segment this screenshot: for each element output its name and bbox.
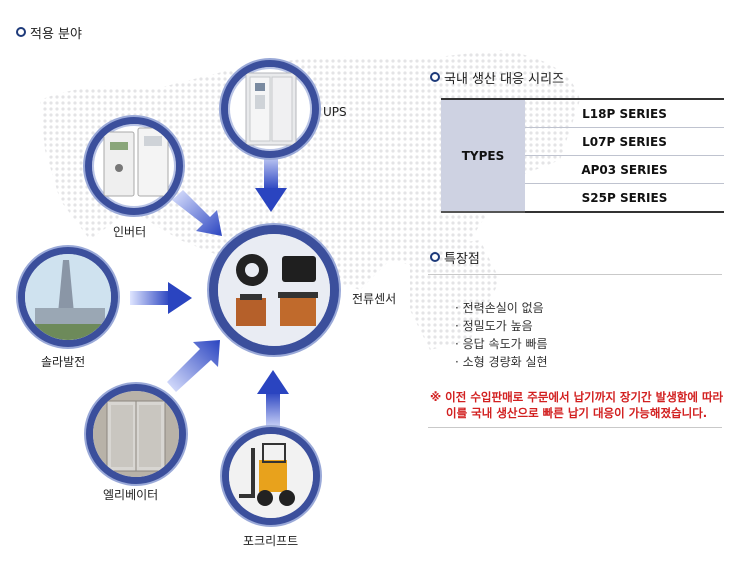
series-table: TYPES L18P SERIES L07P SERIES AP03 SERIE… bbox=[441, 98, 724, 213]
solar-image-circle bbox=[18, 247, 118, 347]
application-title: 적용 분야 bbox=[30, 27, 82, 42]
feature-item: · 응답 속도가 빠름 bbox=[455, 337, 548, 351]
forklift-icon bbox=[229, 434, 313, 518]
forklift-label: 포크리프트 bbox=[243, 534, 299, 548]
note-line-2: 이를 국내 생산으로 빠른 납기 대응이 가능해졌습니다. bbox=[446, 406, 708, 420]
forklift-image-circle bbox=[222, 427, 320, 525]
sensor-label: 전류센서 bbox=[352, 292, 397, 306]
arrow-from-inverter bbox=[172, 190, 222, 236]
section-bullet-icon bbox=[430, 252, 440, 262]
section-bullet-icon bbox=[430, 72, 440, 82]
series-cell: S25P SERIES bbox=[525, 183, 724, 213]
note-line-1: ※ 이전 수입판매로 주문에서 납기까지 장기간 발생함에 따라 bbox=[430, 390, 724, 404]
solar-label: 솔라발전 bbox=[41, 355, 86, 369]
ups-cabinet-icon bbox=[245, 72, 297, 146]
features-divider-bottom bbox=[428, 427, 722, 428]
sensor-image-circle bbox=[209, 225, 339, 355]
arrow-from-elevator bbox=[167, 340, 220, 392]
arrow-from-solar bbox=[130, 282, 192, 314]
arrow-from-ups bbox=[255, 150, 287, 212]
sensor-products-icon bbox=[218, 234, 330, 346]
inverter-label: 인버터 bbox=[113, 225, 147, 239]
elevator-cabin-icon bbox=[93, 391, 179, 477]
feature-item: · 정밀도가 높음 bbox=[455, 319, 533, 333]
elevator-image-circle bbox=[86, 384, 186, 484]
inverter-image-circle bbox=[85, 117, 183, 215]
ups-image-circle bbox=[221, 60, 319, 158]
series-cell: AP03 SERIES bbox=[525, 155, 724, 184]
series-cell: L18P SERIES bbox=[525, 98, 724, 128]
section-bullet-icon bbox=[16, 27, 26, 37]
features-title: 특장점 bbox=[444, 252, 480, 267]
inverter-device-icon bbox=[103, 127, 169, 197]
features-divider-top bbox=[428, 274, 722, 275]
production-title: 국내 생산 대응 시리즈 bbox=[444, 72, 565, 87]
types-header: TYPES bbox=[441, 98, 525, 213]
arrow-from-forklift bbox=[257, 370, 289, 432]
series-cell: L07P SERIES bbox=[525, 127, 724, 156]
ups-label: UPS bbox=[323, 105, 347, 119]
feature-item: · 소형 경량화 실현 bbox=[455, 355, 548, 369]
feature-item: · 전력손실이 없음 bbox=[455, 301, 544, 315]
elevator-label: 엘리베이터 bbox=[103, 488, 159, 502]
solar-building-icon bbox=[25, 254, 111, 340]
